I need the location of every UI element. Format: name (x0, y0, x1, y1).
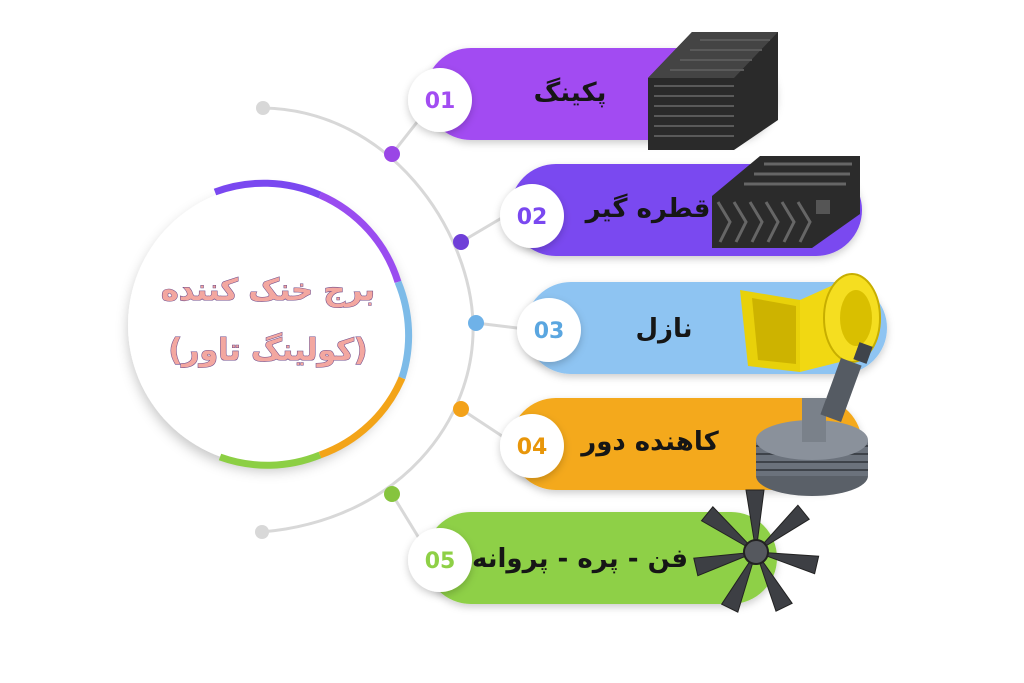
item-label: نازل (635, 314, 692, 344)
item-number: 03 (534, 319, 565, 344)
packing-icon (648, 32, 778, 150)
fan-icon (693, 489, 820, 613)
item-number: 01 (425, 89, 456, 114)
center-title-line2: (کولینگ تاور) (168, 332, 367, 368)
item-fan: 05 فن - پره - پروانه (408, 489, 820, 613)
center-badge: برج خنک کننده (کولینگ تاور) (128, 179, 413, 469)
item-drift-eliminator: 02 قطره گیر (500, 156, 862, 256)
item-nozzle: 03 نازل (517, 273, 887, 374)
connector-dots (384, 146, 484, 502)
item-packing: 01 پکینگ (408, 32, 778, 150)
item-number: 05 (425, 549, 456, 574)
item-gear-reducer: 04 کاهنده دور (500, 342, 873, 496)
item-label: کاهنده دور (579, 427, 719, 457)
item-label: پکینگ (534, 77, 607, 108)
nozzle-icon (740, 273, 881, 372)
center-title-line1: برج خنک کننده (161, 273, 375, 308)
item-number: 04 (517, 435, 548, 460)
gear-reducer-icon (756, 342, 873, 496)
drift-eliminator-icon (712, 156, 860, 248)
item-number: 02 (517, 205, 548, 230)
item-label: قطره گیر (584, 193, 711, 224)
item-label: فن - پره - پروانه (472, 544, 688, 574)
